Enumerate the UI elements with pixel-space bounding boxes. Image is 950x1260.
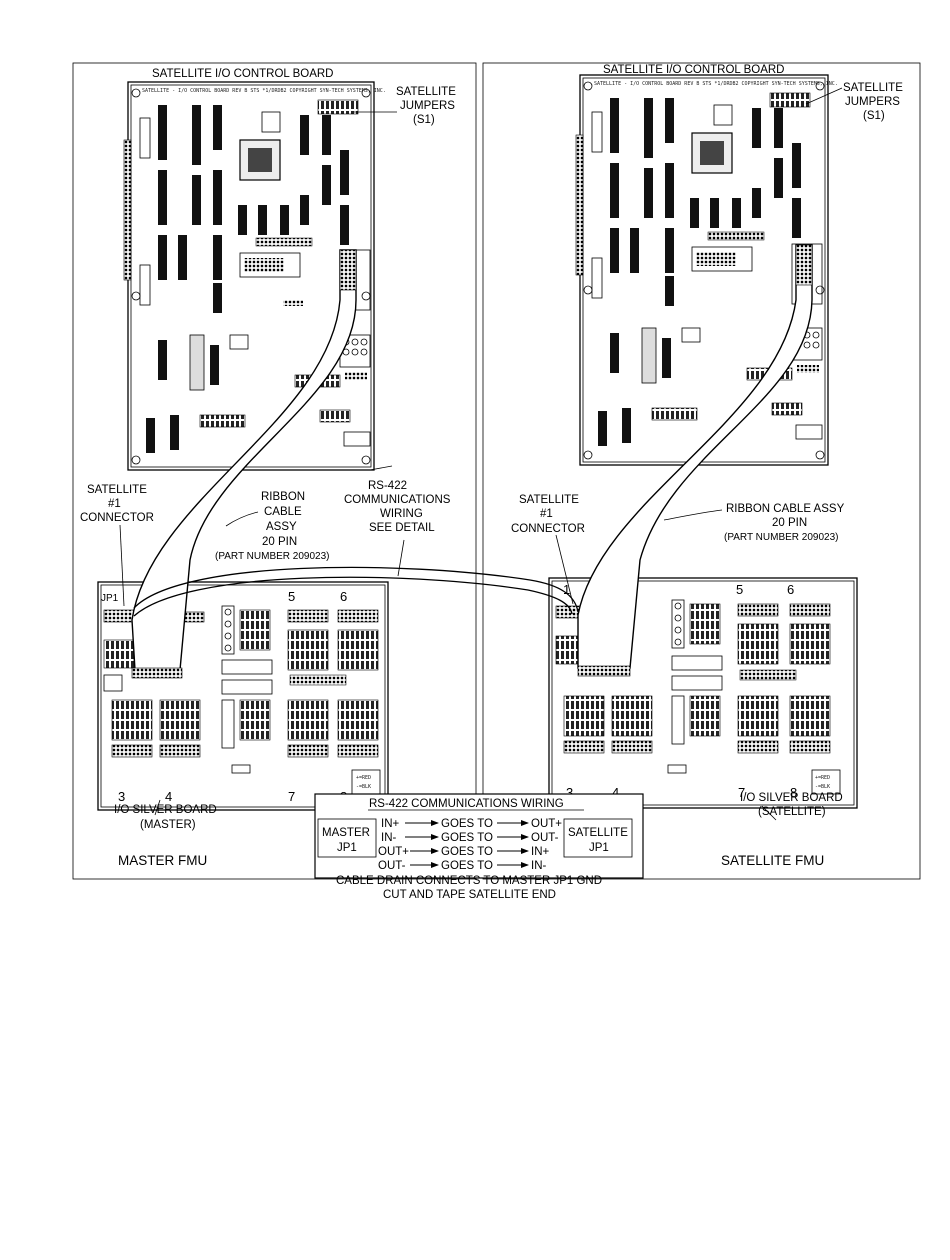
wiring-row-2-from: IN- bbox=[381, 832, 397, 844]
master-number-5: 5 bbox=[288, 589, 295, 604]
satellite-jumpers-label-2: JUMPERS bbox=[845, 96, 900, 108]
master-fmu-label: MASTER FMU bbox=[118, 853, 207, 868]
satellite-ribbon-pin: 20 PIN bbox=[772, 517, 807, 529]
wiring-row-4-to: IN- bbox=[531, 860, 547, 872]
master-board-title: SATELLITE I/O CONTROL BOARD bbox=[152, 68, 333, 80]
master-ribbon-label-3: ASSY bbox=[266, 521, 297, 533]
master-jumpers-label-1: SATELLITE bbox=[396, 86, 456, 98]
satellite-number-3: 3 bbox=[566, 785, 573, 800]
master-number-7: 7 bbox=[288, 789, 295, 804]
rs422-label-1: RS-422 bbox=[368, 480, 407, 492]
master-ribbon-label-4: 20 PIN bbox=[262, 536, 297, 548]
master-ribbon-label-1: RIBBON bbox=[261, 491, 305, 503]
rs422-cable bbox=[133, 566, 579, 617]
master-connector-label-1: SATELLITE bbox=[87, 484, 147, 496]
wiring-row-1-goes: GOES TO bbox=[441, 818, 493, 830]
satellite-number-8: 8 bbox=[790, 785, 797, 800]
master-number-3: 3 bbox=[118, 789, 125, 804]
rs422-label-3: WIRING bbox=[380, 508, 423, 520]
master-number-6: 6 bbox=[340, 589, 347, 604]
wiring-row-4-from: OUT- bbox=[378, 860, 406, 872]
master-ribbon-cable bbox=[131, 249, 357, 671]
rs422-label-4: SEE DETAIL bbox=[369, 522, 435, 534]
satellite-number-5: 5 bbox=[736, 582, 743, 597]
wiring-row-1-to: OUT+ bbox=[531, 818, 562, 830]
satellite-ribbon-label: RIBBON CABLE ASSY bbox=[726, 503, 845, 515]
wiring-detail bbox=[314, 793, 644, 879]
master-silver-label-1: I/O SILVER BOARD bbox=[114, 804, 217, 816]
master-jp1-label: JP1 bbox=[101, 593, 119, 604]
satellite-silver-label-1: I/O SILVER BOARD bbox=[740, 792, 843, 804]
wiring-row-2-goes: GOES TO bbox=[441, 832, 493, 844]
wiring-row-1-from: IN+ bbox=[381, 818, 400, 830]
satellite-connector-label-1: SATELLITE bbox=[519, 494, 579, 506]
master-connector-label-2: #1 bbox=[108, 498, 121, 510]
satellite-jumpers-label-1: SATELLITE bbox=[843, 82, 903, 94]
master-silver-label-2: (MASTER) bbox=[140, 819, 196, 831]
satellite-connector-label-3: CONNECTOR bbox=[511, 523, 585, 535]
svg-text:-=BLK: -=BLK bbox=[815, 784, 830, 790]
master-control-board: SATELLITE - I/O CONTROL BOARD REV B STS … bbox=[123, 81, 386, 471]
wiring-satellite-box-1: SATELLITE bbox=[568, 827, 628, 839]
wiring-row-3-goes: GOES TO bbox=[441, 846, 493, 858]
master-fmu-panel bbox=[72, 62, 477, 880]
wiring-satellite-box-2: JP1 bbox=[589, 842, 609, 854]
wiring-note-2: CUT AND TAPE SATELLITE END bbox=[383, 889, 556, 901]
wiring-master-box-1: MASTER bbox=[322, 827, 370, 839]
wiring-master-box-2: JP1 bbox=[337, 842, 357, 854]
leader-lines bbox=[119, 87, 843, 821]
wiring-row-3-to: IN+ bbox=[531, 846, 550, 858]
wiring-note-1: CABLE DRAIN CONNECTS TO MASTER JP1 GND bbox=[336, 875, 602, 887]
satellite-number-4: 4 bbox=[612, 785, 619, 800]
satellite-ribbon-cable bbox=[577, 244, 813, 669]
satellite-jumpers-label-3: (S1) bbox=[863, 110, 885, 122]
svg-text:+=RED: +=RED bbox=[356, 775, 371, 781]
master-part-number: (PART NUMBER 209023) bbox=[215, 551, 330, 562]
svg-text:SATELLITE - I/O CONTROL BOARD: SATELLITE - I/O CONTROL BOARD REV B STS … bbox=[142, 88, 386, 94]
wiring-row-2-to: OUT- bbox=[531, 832, 559, 844]
satellite-silver-board: +=RED -=BLK bbox=[548, 577, 858, 809]
rs422-label-2: COMMUNICATIONS bbox=[344, 494, 451, 506]
wiring-row-4-goes: GOES TO bbox=[441, 860, 493, 872]
satellite-connector-label-2: #1 bbox=[540, 508, 553, 520]
satellite-number-7: 7 bbox=[738, 785, 745, 800]
master-connector-label-3: CONNECTOR bbox=[80, 512, 154, 524]
master-number-4: 4 bbox=[165, 789, 172, 804]
master-ribbon-label-2: CABLE bbox=[264, 506, 302, 518]
master-jumpers-label-2: JUMPERS bbox=[400, 100, 455, 112]
satellite-number-6: 6 bbox=[787, 582, 794, 597]
satellite-fmu-panel bbox=[482, 62, 921, 880]
wiring-detail-title: RS-422 COMMUNICATIONS WIRING bbox=[369, 798, 564, 810]
svg-text:-=BLK: -=BLK bbox=[356, 784, 371, 790]
master-jumpers-label-3: (S1) bbox=[413, 114, 435, 126]
satellite-board-title: SATELLITE I/O CONTROL BOARD bbox=[603, 64, 784, 76]
satellite-number-1: 1 bbox=[563, 582, 570, 597]
svg-text:+=RED: +=RED bbox=[815, 775, 830, 781]
satellite-fmu-label: SATELLITE FMU bbox=[721, 853, 824, 868]
satellite-silver-label-2: (SATELLITE) bbox=[758, 806, 826, 818]
satellite-part-number: (PART NUMBER 209023) bbox=[724, 532, 839, 543]
wiring-row-3-from: OUT+ bbox=[378, 846, 409, 858]
svg-text:SATELLITE - I/O CONTROL BOARD: SATELLITE - I/O CONTROL BOARD REV B STS … bbox=[594, 81, 838, 87]
